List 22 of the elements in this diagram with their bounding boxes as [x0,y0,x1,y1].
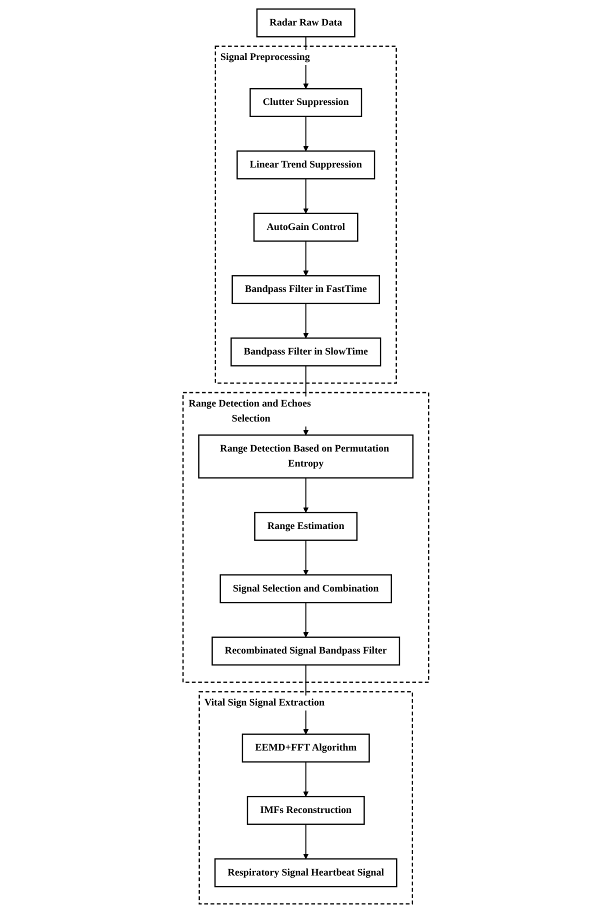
node-box: Signal Selection and Combination [220,574,392,604]
node-box: Respiratory Signal Heartbeat Signal [214,858,398,888]
node-box: Bandpass Filter in FastTime [232,275,380,304]
node-box: Range Detection Based on Permutation Entropy [198,434,414,479]
node-box: Radar Raw Data [256,8,356,38]
arrow [303,178,309,214]
node-box: Linear Trend Suppression [236,150,376,180]
node-box: Bandpass Filter in SlowTime [230,337,382,366]
arrow [303,540,309,576]
arrow [303,762,309,797]
arrow [303,478,309,513]
arrow [303,602,309,638]
arrow [303,824,309,860]
node-box: EEMD+FFT Algorithm [242,734,370,763]
node-box: Range Estimation [254,512,358,541]
node-box: Recombinated Signal Bandpass Filter [212,636,400,666]
node-box: IMFs Reconstruction [247,796,365,825]
arrow [303,116,309,152]
arrow [303,241,309,276]
arrow [303,303,309,338]
node-box: AutoGain Control [254,212,358,242]
node-box: Clutter Suppression [250,88,362,118]
